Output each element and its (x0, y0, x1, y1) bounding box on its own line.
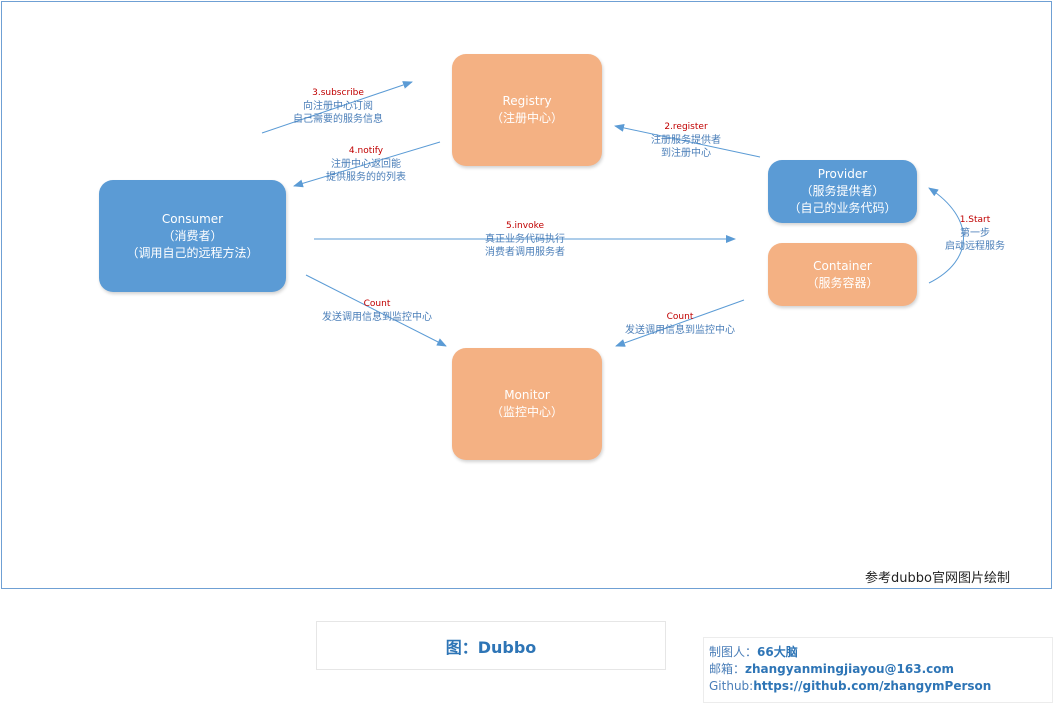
label-count-consumer: Count 发送调用信息到监控中心 (307, 298, 447, 324)
consumer-node: Consumer （消费者） （调用自己的远程方法） (99, 180, 286, 292)
registry-node: Registry （注册中心） (452, 54, 602, 166)
label-register: 2.register 注册服务提供者 到注册中心 (626, 121, 746, 160)
label-invoke-title: 5.invoke (505, 221, 545, 231)
reference-note: 参考dubbo官网图片绘制 (865, 571, 1010, 586)
credit-author: 制图人：66大脑 (709, 644, 1052, 661)
label-start-line2: 启动远程服务 (945, 241, 1005, 252)
credit-github-label: Github: (709, 679, 754, 693)
credits-box: 制图人：66大脑 邮箱：zhangyanmingjiayou@163.com G… (703, 637, 1053, 703)
label-subscribe-line2: 自己需要的服务信息 (293, 114, 383, 125)
credit-author-label: 制图人： (709, 645, 758, 659)
credit-email-label: 邮箱： (709, 662, 746, 676)
credit-author-value: 66大脑 (757, 645, 798, 659)
monitor-node: Monitor （监控中心） (452, 348, 602, 460)
label-start: 1.Start 第一步 启动远程服务 (935, 214, 1015, 253)
arrow-count-consumer (305, 274, 447, 347)
consumer-desc-2: （调用自己的远程方法） (126, 245, 259, 260)
label-invoke-line2: 消费者调用服务者 (485, 247, 565, 258)
provider-desc-2: （自己的业务代码） (788, 201, 897, 215)
label-subscribe-line1: 向注册中心订阅 (303, 101, 373, 112)
consumer-name: Consumer (161, 211, 224, 226)
arrow-notify (293, 141, 441, 188)
credit-github: Github:https://github.com/zhangymPerson (709, 678, 1052, 695)
label-count-container-title: Count (666, 312, 694, 322)
figure-caption-text: 图：Dubbo (445, 637, 537, 657)
arrow-subscribe (261, 81, 413, 134)
label-count-consumer-title: Count (363, 299, 391, 309)
consumer-desc: （消费者） (162, 228, 223, 243)
label-notify-line1: 注册中心返回能 (331, 159, 401, 170)
provider-name: Provider (817, 167, 868, 181)
credit-github-value: https://github.com/zhangymPerson (753, 679, 992, 693)
credit-email: 邮箱：zhangyanmingjiayou@163.com (709, 661, 1052, 678)
label-notify-title: 4.notify (348, 146, 384, 156)
registry-name: Registry (502, 94, 552, 108)
label-start-title: 1.Start (959, 215, 991, 225)
provider-desc: （服务提供者） (800, 184, 885, 198)
label-register-line2: 到注册中心 (661, 148, 711, 159)
label-register-title: 2.register (664, 122, 708, 132)
registry-desc: （注册中心） (490, 111, 563, 125)
label-notify: 4.notify 注册中心返回能 提供服务的的列表 (306, 145, 426, 184)
label-count-container-line1: 发送调用信息到监控中心 (625, 325, 735, 336)
label-register-line1: 注册服务提供者 (651, 135, 721, 146)
label-notify-line2: 提供服务的的列表 (326, 172, 406, 183)
provider-node: Provider （服务提供者） （自己的业务代码） (768, 160, 917, 223)
monitor-name: Monitor (504, 388, 550, 402)
monitor-desc: （监控中心） (490, 405, 563, 419)
arrow-register (614, 123, 761, 158)
label-subscribe-title: 3.subscribe (312, 88, 364, 98)
arrow-count-container (615, 299, 745, 347)
label-invoke-line1: 真正业务代码执行 (485, 234, 565, 245)
label-count-consumer-line1: 发送调用信息到监控中心 (322, 312, 432, 323)
label-start-line1: 第一步 (960, 228, 990, 239)
label-subscribe: 3.subscribe 向注册中心订阅 自己需要的服务信息 (278, 87, 398, 126)
container-name: Container (813, 258, 872, 273)
label-count-container: Count 发送调用信息到监控中心 (610, 311, 750, 337)
arrow-start (928, 187, 964, 284)
container-node: Container （服务容器） (768, 243, 917, 306)
figure-caption: 图：Dubbo (316, 621, 666, 670)
diagram-frame (1, 1, 1052, 589)
label-invoke: 5.invoke 真正业务代码执行 消费者调用服务者 (465, 220, 585, 259)
credit-email-value: zhangyanmingjiayou@163.com (745, 662, 955, 676)
container-desc: （服务容器） (806, 275, 879, 290)
